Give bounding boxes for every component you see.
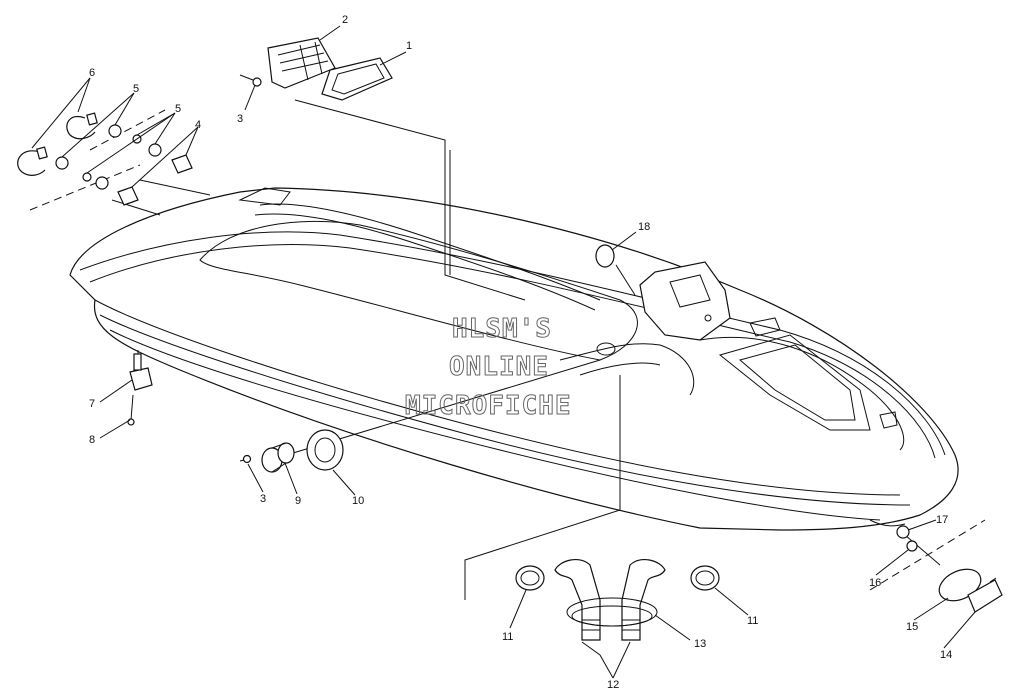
part-11-clamp-left xyxy=(515,565,545,591)
part-15-cover-plate xyxy=(938,568,982,602)
callout-15: 15 xyxy=(906,621,918,633)
callout-14: 14 xyxy=(940,649,952,661)
part-3-screw-side xyxy=(239,454,252,464)
part-12-elbow-pipes xyxy=(554,558,666,641)
part-7-drain-bracket xyxy=(129,353,153,391)
callout-3-side: 3 xyxy=(260,493,266,505)
watermark-line-1: HLSM'S xyxy=(452,314,552,344)
callout-16: 16 xyxy=(869,577,881,589)
part-3-screw-top xyxy=(239,74,262,87)
callout-5-right: 5 xyxy=(175,103,181,115)
part-4-fittings xyxy=(117,154,193,206)
part-17-nut xyxy=(896,525,910,539)
callout-11-right: 11 xyxy=(747,615,758,627)
callout-labels: 1 2 3 4 5 5 6 7 8 3 9 10 11 11 12 13 14 … xyxy=(89,14,952,691)
callout-2: 2 xyxy=(342,14,348,26)
callout-9: 9 xyxy=(295,495,301,507)
part-9-bushing xyxy=(261,442,295,473)
part-11-clamp-right xyxy=(690,565,720,591)
callout-17: 17 xyxy=(936,514,948,526)
callout-6: 6 xyxy=(89,67,95,79)
callout-8: 8 xyxy=(89,434,95,446)
callout-4: 4 xyxy=(195,119,201,131)
part-16-washer xyxy=(906,540,918,552)
watermark: HLSM'S ONLINE MICROFICHE xyxy=(405,314,572,422)
part-18-cap xyxy=(595,244,615,268)
hull-body xyxy=(69,187,959,531)
callout-11-left: 11 xyxy=(502,631,513,643)
callout-7: 7 xyxy=(89,398,95,410)
watermark-line-3: MICROFICHE xyxy=(405,391,572,421)
callout-3-top: 3 xyxy=(237,113,243,125)
part-10-flange xyxy=(306,429,344,471)
callout-leaders xyxy=(31,25,976,679)
callout-5-left: 5 xyxy=(133,83,139,95)
part-6-u-hoses xyxy=(17,112,98,176)
callout-18: 18 xyxy=(638,221,650,233)
callout-13: 13 xyxy=(694,638,706,650)
part-2-intake-grate xyxy=(267,37,336,89)
callout-10: 10 xyxy=(352,495,364,507)
part-13-strap xyxy=(566,597,658,627)
watermark-line-2: ONLINE xyxy=(449,352,549,382)
part-1-gasket-plate xyxy=(321,57,393,101)
part-14-bracket xyxy=(967,577,1003,613)
callout-12: 12 xyxy=(607,679,619,691)
callout-1: 1 xyxy=(406,40,412,52)
